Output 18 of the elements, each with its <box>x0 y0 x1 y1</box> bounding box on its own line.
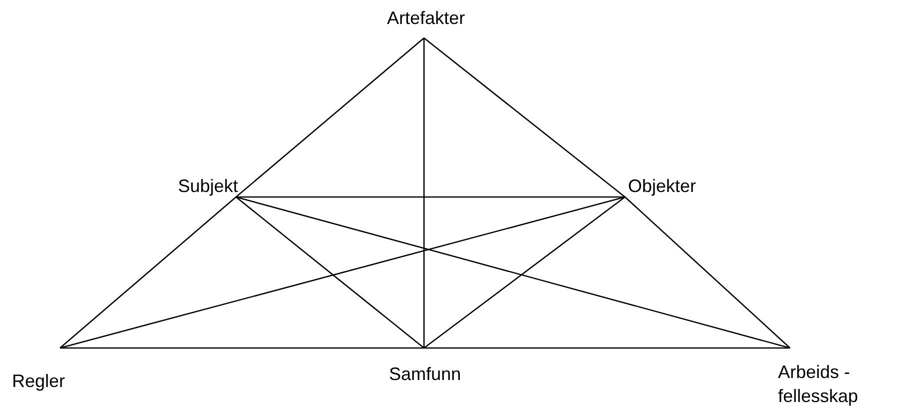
vertex-label: Objekter <box>628 174 718 198</box>
connector-line <box>60 196 626 349</box>
vertex-label: Artefakter <box>376 6 476 30</box>
vertex-label: Arbeids - fellesskap <box>778 360 866 408</box>
connector-line <box>624 196 790 348</box>
connector-line <box>236 196 625 198</box>
connector-line <box>423 38 425 348</box>
connector-line <box>424 347 790 349</box>
vertex-label: Samfunn <box>378 362 472 386</box>
vertex-label: Regler <box>12 369 82 393</box>
connector-line <box>424 196 626 349</box>
connector-line <box>424 38 626 198</box>
connector-line <box>60 196 236 348</box>
connector-line <box>60 347 424 349</box>
connector-line <box>236 196 424 348</box>
vertex-label: Subjekt <box>162 174 238 198</box>
connector-line <box>236 196 790 349</box>
connector-line <box>236 38 424 198</box>
